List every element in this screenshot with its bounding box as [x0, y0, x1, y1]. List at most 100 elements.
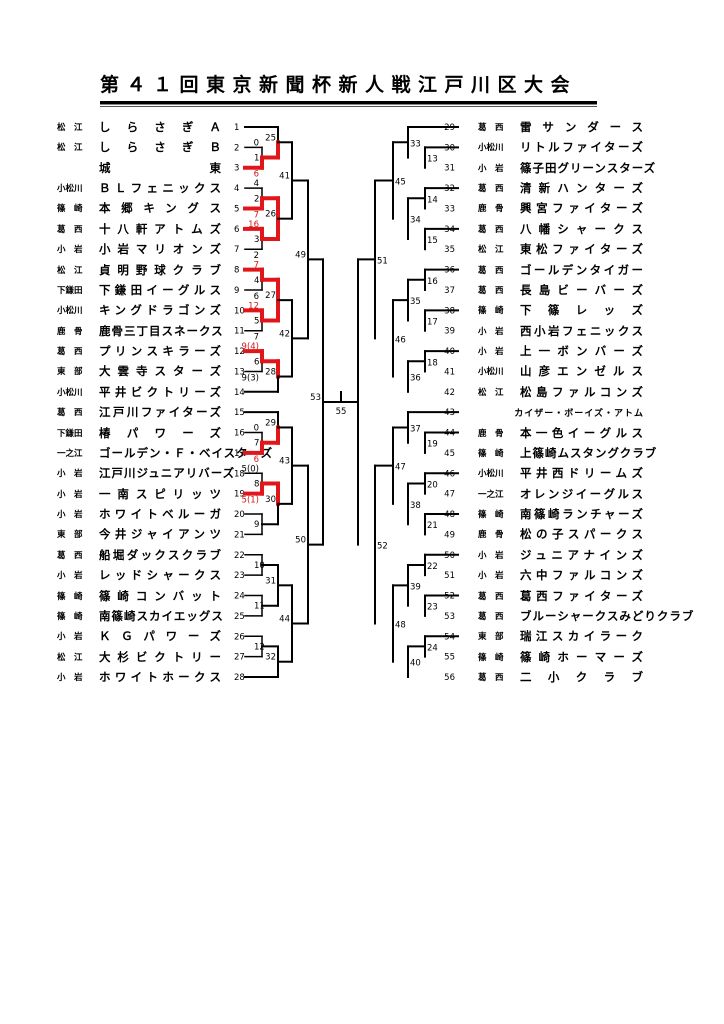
game-number: 41: [279, 171, 290, 181]
game-number: 40: [410, 659, 421, 669]
team-area: 小松川: [478, 143, 504, 154]
game-number: 42: [279, 329, 290, 339]
team-name: ゴールデンタイガー: [520, 262, 644, 277]
team-area: 一之江: [57, 448, 83, 459]
team-row: 東 部瑞江スカイラーク: [478, 628, 644, 644]
team-name: 清新ハンターズ: [520, 181, 644, 196]
team-area: 小松川: [478, 469, 504, 480]
seed-number: 25: [234, 612, 245, 622]
team-name: 今井ジャイアンツ: [99, 527, 222, 542]
team-area: 東 部: [57, 530, 83, 541]
team-area: 小 岩: [478, 163, 504, 174]
score: 9(4): [242, 342, 259, 352]
seed-number: 55: [444, 653, 455, 663]
seed-number: 8: [234, 266, 239, 276]
team-name: 長島ビーバーズ: [520, 282, 644, 297]
team-row: 小 岩一南スピリッツ: [57, 486, 222, 502]
seed-number: 1: [234, 123, 239, 133]
seed-number: 7: [234, 245, 239, 255]
game-number: 22: [427, 562, 438, 572]
seed-number: 47: [444, 490, 455, 500]
team-row: 小 岩西小岩フェニックス: [478, 323, 644, 339]
team-area: 葛 西: [478, 285, 504, 296]
team-area: 下鎌田: [57, 428, 83, 439]
seed-number: 10: [234, 306, 245, 316]
team-name: しらさぎＢ: [99, 140, 222, 155]
team-area: 篠 崎: [57, 591, 83, 602]
team-area: 小 岩: [57, 571, 83, 582]
team-name: 南篠崎ランチャーズ: [520, 507, 644, 522]
game-number: 35: [410, 297, 421, 307]
team-row: 小 岩篠子田グリーンスターズ: [478, 160, 655, 176]
team-area: 小松川: [478, 367, 504, 378]
team-row: 小松川リトルファイターズ: [478, 139, 644, 155]
page-title: 第４１回東京新聞杯新人戦江戸川区大会: [100, 74, 578, 96]
score: 4: [254, 179, 259, 189]
team-name: 平井ビクトリーズ: [99, 384, 222, 399]
game-number: 18: [427, 358, 438, 368]
team-row: 葛 西清新ハンターズ: [478, 180, 644, 196]
game-number: 16: [427, 277, 438, 287]
title-underline-thin: [100, 106, 597, 107]
team-row: 葛 西雷サンダース: [478, 119, 644, 135]
team-name: ＫＧパワーズ: [99, 629, 222, 644]
final-game-number: 55: [336, 407, 347, 417]
team-name: 椿パワーズ: [99, 425, 222, 440]
team-area: 松 江: [478, 387, 504, 398]
score: 5(1): [242, 496, 259, 506]
game-number: 46: [395, 335, 406, 345]
team-row: 松 江 松島ファルコンズ: [478, 384, 644, 400]
team-name: 大雲寺スターズ: [99, 364, 222, 379]
game-number: 47: [395, 463, 406, 473]
score: 0: [254, 138, 259, 148]
team-area: 小 岩: [57, 469, 83, 480]
game-number: 20: [427, 480, 438, 490]
team-name: ジュニアナインズ: [520, 547, 644, 562]
seed-number: 27: [234, 653, 245, 663]
game-number: 23: [427, 603, 438, 613]
team-area: 松 江: [478, 245, 504, 256]
team-name: 鹿骨三丁目スネークス: [99, 323, 224, 338]
team-row: 篠 崎下篠レッズ: [478, 302, 644, 318]
team-name: ホワイトベルーガ: [99, 507, 222, 522]
seed-number: 16: [234, 429, 245, 439]
team-area: 葛 西: [57, 224, 83, 235]
game-number: 24: [427, 643, 438, 653]
team-name: 江戸川ジュニアリバーズ: [99, 466, 236, 481]
game-number: 34: [410, 216, 421, 226]
team-name: ＢＬフェニックス: [99, 181, 222, 196]
team-row: 一之江オレンジイーグルス: [478, 486, 644, 502]
team-area: 東 部: [57, 367, 83, 378]
game-number: 38: [410, 501, 421, 511]
team-row: 篠 崎南篠崎ランチャーズ: [478, 506, 644, 522]
team-name: 二小クラブ: [520, 669, 644, 684]
seed-number: 3: [234, 164, 239, 174]
team-area: 小 岩: [478, 571, 504, 582]
game-number: 13: [427, 155, 438, 165]
team-name: 松島ファルコンズ: [520, 384, 644, 399]
seed-number: 35: [444, 245, 455, 255]
seed-number: 2: [234, 143, 239, 153]
game-number: 7: [254, 439, 259, 449]
team-row: 篠 崎南篠崎スカイエッグス: [57, 608, 223, 624]
team-row: 鹿 骨松の子スパークス: [478, 526, 644, 542]
game-number: 50: [295, 536, 306, 546]
seed-number: 19: [234, 490, 245, 500]
team-row: 小松川平井西ドリームズ: [478, 465, 644, 481]
game-number: 10: [254, 561, 265, 571]
team-row: 葛 西 十八軒アトムズ: [57, 221, 222, 237]
team-area: 葛 西: [57, 347, 83, 358]
team-name: 十八軒アトムズ: [99, 221, 222, 236]
seed-number: 6: [234, 225, 239, 235]
team-area: 下鎌田: [57, 285, 83, 296]
game-number: 36: [410, 374, 421, 384]
team-area: 松 江: [57, 652, 83, 663]
game-number: 44: [279, 615, 290, 625]
team-area: 松 江: [57, 143, 83, 154]
team-area: 篠 崎: [57, 611, 83, 622]
team-row: 小松川キングドラゴンズ: [57, 302, 222, 318]
team-row: 小 岩ジュニアナインズ: [478, 547, 644, 563]
game-number: 31: [265, 576, 276, 586]
score: 2: [254, 251, 259, 261]
